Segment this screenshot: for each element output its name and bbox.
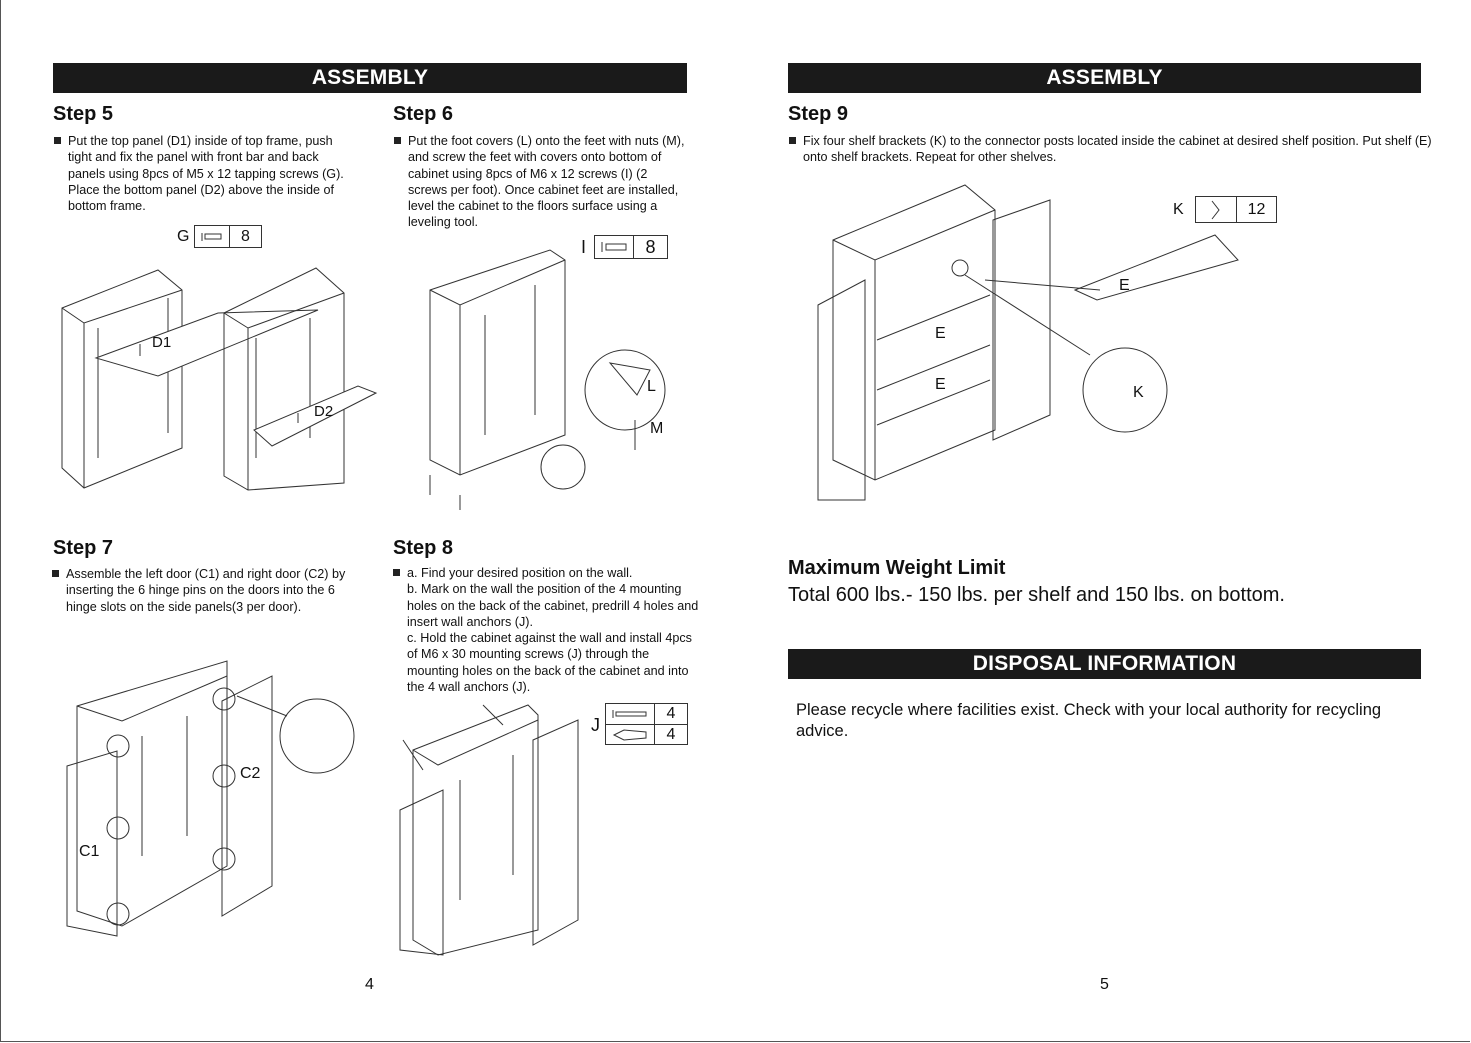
part-qty: 8 [241,227,250,245]
label-c2: C2 [240,765,261,782]
step9-text: Fix four shelf brackets (K) to the conne… [788,133,1433,166]
assembly-header-right: ASSEMBLY [788,63,1421,93]
step8-line-c: c. Hold the cabinet against the wall and… [407,631,692,695]
assembly-header-left: ASSEMBLY [53,63,687,93]
step9-title: Step 9 [788,103,849,125]
label-k: K [1133,384,1144,401]
step5-text: Put the top panel (D1) inside of top fra… [53,133,358,214]
weight-limit-text: Total 600 lbs.- 150 lbs. per shelf and 1… [788,584,1285,606]
part-letter-i: I [581,237,587,257]
label-e-upper: E [935,325,946,342]
step6-illustration [429,249,666,510]
step7-illustration [66,660,355,937]
step7-title: Step 7 [53,537,114,559]
label-l: L [647,378,656,395]
part-letter-j: J [591,715,600,735]
shelf-bracket-icon [1196,197,1237,222]
part-box-i: 8 [594,235,668,259]
step9-illustration [817,184,1239,501]
part-qty: 12 [1247,200,1266,218]
step8-title: Step 8 [393,537,454,559]
page-number-right: 5 [1100,976,1109,993]
part-qty: 4 [666,725,676,743]
step8-line-b: b. Mark on the wall the position of the … [407,582,699,629]
disposal-text: Please recycle where facilities exist. C… [796,701,1382,740]
step6-text: Put the foot covers (L) onto the feet wi… [393,133,688,231]
page-number-left: 4 [365,976,374,993]
part-box-g: 8 [194,225,262,248]
label-d2: D2 [314,403,334,420]
wall-anchor-icon [606,725,655,744]
part-qty: 4 [666,705,676,722]
step7-text: Assemble the left door (C1) and right do… [51,566,356,615]
step8-line-a: a. Find your desired position on the wal… [407,566,633,580]
mounting-screw-icon [606,704,655,724]
tapping-screw-icon [195,226,230,247]
label-c1: C1 [79,843,100,860]
step5-illustration [61,267,378,491]
part-box-k: 12 [1195,196,1277,223]
part-box-j: 4 4 [605,703,688,745]
label-e-shelf: E [1119,277,1130,294]
label-e-lower: E [935,376,946,393]
step5-title: Step 5 [53,103,114,125]
weight-limit-title: Maximum Weight Limit [788,557,1006,579]
part-qty: 8 [645,236,656,257]
step8-illustration [399,704,579,956]
part-letter-g: G [177,228,190,245]
step8-text: a. Find your desired position on the wal… [392,565,702,695]
screw-icon [595,236,634,258]
step6-title: Step 6 [393,103,454,125]
disposal-header: DISPOSAL INFORMATION [788,649,1421,679]
label-m: M [650,420,664,437]
label-d1: D1 [152,334,172,351]
part-letter-k: K [1173,201,1184,218]
